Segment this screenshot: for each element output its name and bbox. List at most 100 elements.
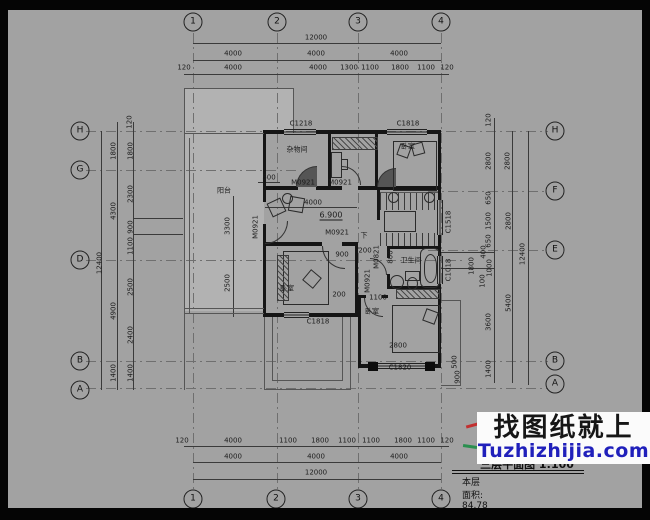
- wardrobe-icon: [396, 289, 440, 299]
- frame-bottom: [0, 508, 650, 520]
- wall: [358, 298, 361, 368]
- dimension-label: 1100: [417, 63, 435, 72]
- parapet-line: [380, 192, 438, 193]
- parapet-line: [460, 300, 461, 386]
- dimension-label: 1500: [484, 212, 493, 230]
- dimension-label: 120: [484, 113, 493, 127]
- dimension-label: 120: [440, 436, 454, 445]
- axis-bubble-bottom-2: 2: [266, 489, 286, 509]
- plan-label: 杂物间: [286, 145, 308, 154]
- wall: [355, 242, 358, 317]
- dimension-label: 500: [262, 173, 276, 182]
- round-table-icon: [282, 193, 293, 204]
- axis-bubble-left-D: D: [70, 250, 90, 270]
- dimension-label: 4000: [307, 452, 325, 461]
- dimension-label: 4000: [304, 198, 322, 207]
- parapet-line: [272, 380, 342, 381]
- dimension-line: [193, 60, 441, 61]
- dimension-label: 2800: [389, 341, 407, 350]
- dimension-label: 1800: [467, 257, 476, 275]
- dimension-label: 4000: [390, 452, 408, 461]
- parapet-line: [264, 317, 265, 390]
- plan-label: 卧室: [280, 284, 294, 293]
- parapet-line: [441, 300, 461, 301]
- axis-bubble-right-H: H: [545, 121, 565, 141]
- plan-label: M0821: [372, 245, 381, 269]
- dimension-label: 1800: [126, 142, 135, 160]
- dimension-line: [133, 122, 134, 390]
- grid-line: [86, 388, 548, 389]
- dimension-label: 1400: [126, 364, 135, 382]
- parapet-line: [441, 385, 461, 386]
- dimension-label: 120: [125, 115, 134, 129]
- dimension-label: 4000: [307, 49, 325, 58]
- dimension-label: 1100: [369, 293, 387, 302]
- column-block: [368, 362, 378, 371]
- dimension-label: 1100: [417, 436, 435, 445]
- dimension-label: 4300: [109, 202, 118, 220]
- axis-bubble-top-2: 2: [267, 12, 287, 32]
- wall: [358, 295, 366, 298]
- bathtub-icon: [420, 248, 440, 288]
- dimension-line: [494, 118, 495, 383]
- dimension-line: [233, 196, 234, 317]
- wall: [438, 235, 441, 256]
- plan-label: M0921: [251, 215, 260, 239]
- dimension-line: [117, 122, 118, 390]
- dimension-label: 1100: [279, 436, 297, 445]
- dimension-label: 200: [358, 246, 372, 255]
- axis-bubble-left-H: H: [70, 121, 90, 141]
- wall: [427, 130, 441, 134]
- bathtub-basin-icon: [424, 254, 437, 283]
- dimension-label: 2500: [126, 278, 135, 296]
- dimension-label: 3600: [484, 313, 493, 331]
- dimension-label: 900: [453, 370, 462, 384]
- axis-bubble-left-B: B: [70, 351, 90, 371]
- watermark-cn-text: 找图纸就上: [493, 413, 634, 443]
- wall: [435, 364, 441, 368]
- plan-label: 下: [360, 231, 368, 240]
- sink-icon: [390, 275, 404, 289]
- parapet-line: [184, 313, 264, 314]
- dimension-label: 4900: [109, 302, 118, 320]
- dimension-label: 2800: [484, 152, 493, 170]
- dimension-label: 120: [175, 436, 189, 445]
- parapet-line: [184, 308, 264, 309]
- dimension-label: 1300: [340, 63, 358, 72]
- parapet-line: [350, 317, 351, 390]
- dimension-label: 4000: [224, 452, 242, 461]
- wall: [265, 242, 322, 246]
- wall: [387, 246, 441, 249]
- dimension-label: 12400: [95, 251, 104, 275]
- dimension-label: 3300: [223, 217, 232, 235]
- window-symbol: [387, 129, 427, 135]
- wall: [265, 313, 284, 317]
- wall: [309, 313, 357, 317]
- dimension-line: [193, 43, 441, 44]
- axis-bubble-left-A: A: [70, 380, 90, 400]
- dimension-label: 4000: [224, 436, 242, 445]
- dimension-label: 2500: [223, 274, 232, 292]
- axis-bubble-right-E: E: [545, 240, 565, 260]
- dimension-line: [184, 74, 449, 75]
- green-arrow-mark: [462, 444, 478, 449]
- bed-right-bedroom: [392, 305, 440, 353]
- parapet-line: [184, 88, 185, 390]
- plan-label: 卫生间: [400, 256, 422, 265]
- dimension-line: [193, 462, 441, 463]
- axis-bubble-bottom-1: 1: [183, 489, 203, 509]
- axis-bubble-right-F: F: [545, 181, 565, 201]
- dimension-line: [441, 252, 494, 253]
- stair-landing: [384, 211, 416, 232]
- plan-label: M0921: [291, 178, 315, 187]
- wall: [358, 364, 370, 368]
- dimension-label: 1400: [109, 364, 118, 382]
- window-symbol: [284, 129, 316, 135]
- dimension-label: 12000: [304, 33, 328, 42]
- axis-bubble-top-4: 4: [431, 12, 451, 32]
- dimension-label: 1100: [126, 237, 135, 255]
- dimension-line: [193, 479, 441, 480]
- nightstand-icon: [424, 192, 435, 203]
- desk-chair-icon: [341, 159, 348, 170]
- dimension-label: 4000: [224, 63, 242, 72]
